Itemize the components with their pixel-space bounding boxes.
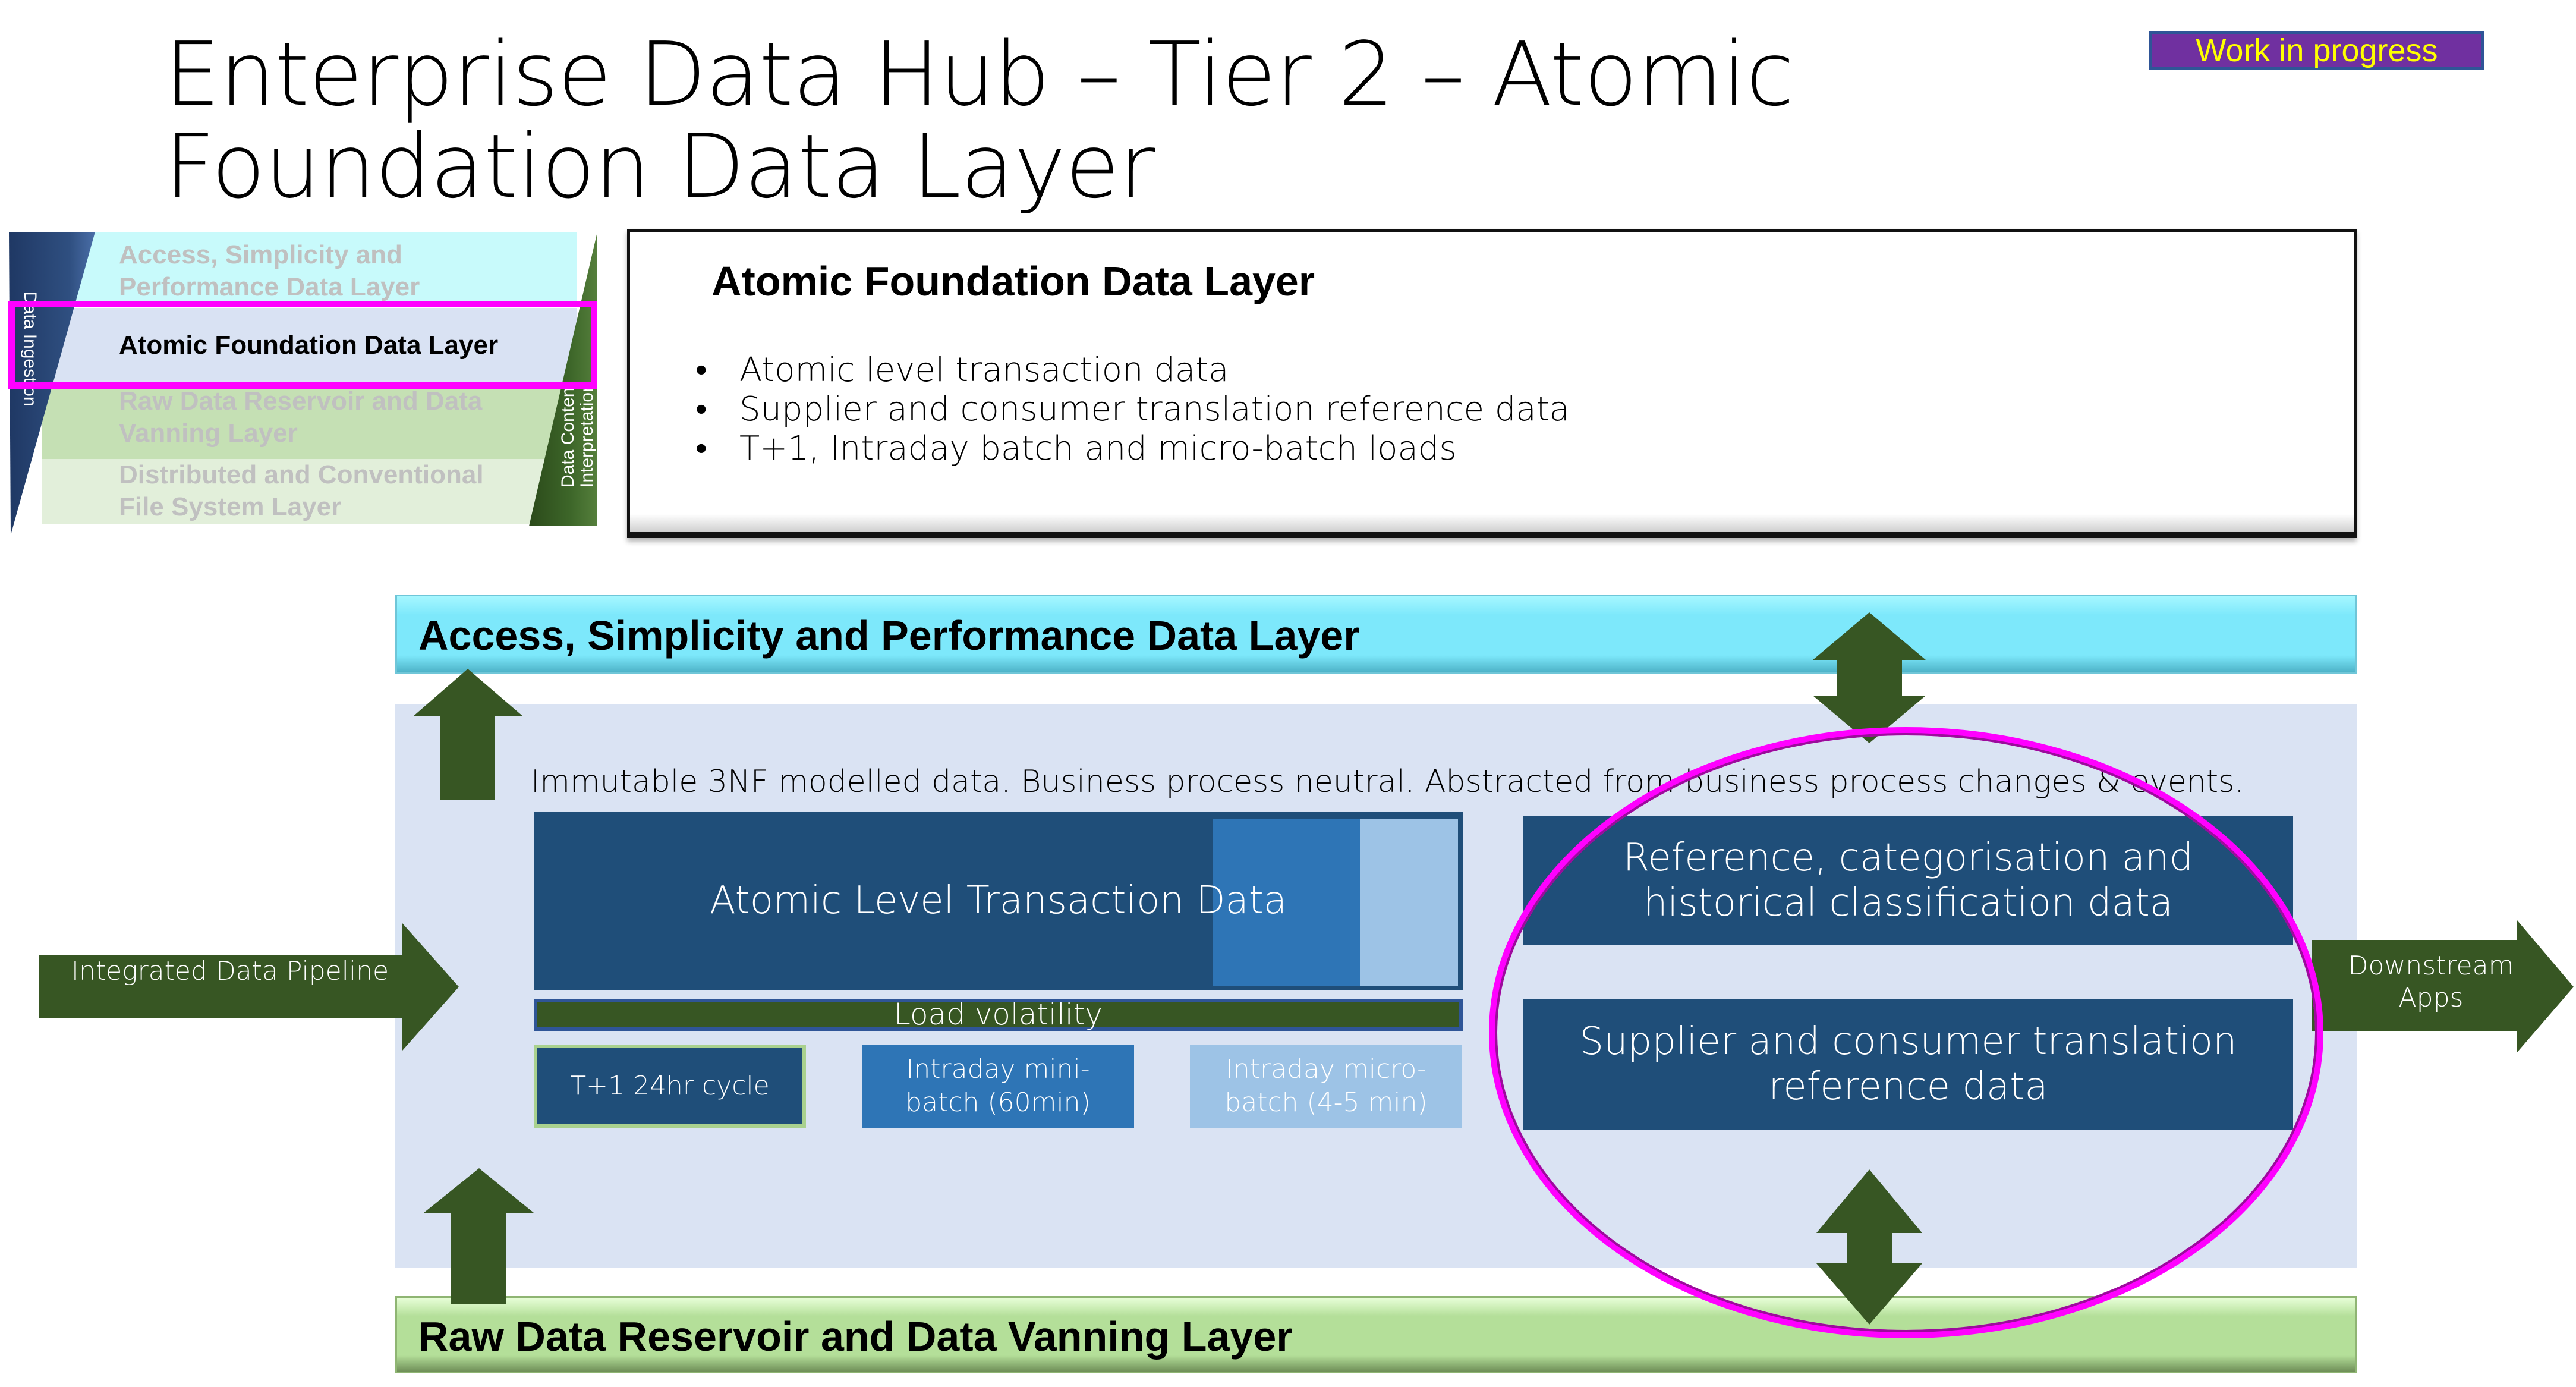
bidirectional-arrow-icon xyxy=(1816,1169,1922,1325)
pipeline-arrow-icon xyxy=(39,923,459,1051)
info-bullet: • Atomic level transaction data xyxy=(678,351,1570,390)
stack-layer-raw: Raw Data Reservoir and Data Vanning Laye… xyxy=(42,382,577,459)
downstream-arrow-icon xyxy=(2312,920,2574,1052)
micro-batch-segment xyxy=(1360,819,1458,986)
bullet-text: Atomic level transaction data xyxy=(739,351,1229,389)
stack-layer-label: Performance Data Layer xyxy=(119,272,420,301)
stack-layer-label: Distributed and Conventional xyxy=(119,460,484,489)
bullet-glyph: • xyxy=(695,351,707,389)
up-arrow-icon xyxy=(413,669,523,800)
info-bullet: • T+1, Intraday batch and micro-batch loa… xyxy=(678,429,1570,468)
bullet-text: Supplier and consumer translation refere… xyxy=(739,390,1570,429)
bullet-glyph: • xyxy=(695,390,707,429)
cycle-label: Intraday micro- xyxy=(1225,1054,1427,1084)
access-layer-bar: Access, Simplicity and Performance Data … xyxy=(395,595,2357,674)
load-cycle-mini-batch: Intraday mini-batch (60min) xyxy=(862,1045,1134,1128)
stack-layer-access: Access, Simplicity and Performance Data … xyxy=(42,232,577,302)
cycle-label: batch (60min) xyxy=(905,1087,1091,1118)
status-badge: Work in progress xyxy=(2149,31,2484,70)
mini-batch-segment xyxy=(1213,819,1360,986)
focus-highlight-ellipse xyxy=(1489,727,2323,1338)
cycle-label: T+1 24hr cycle xyxy=(570,1071,770,1101)
downstream-label-line: Apps xyxy=(2398,983,2464,1013)
stack-layer-label: Access, Simplicity and xyxy=(119,240,402,269)
downstream-label-line: Downstream xyxy=(2348,951,2514,981)
cycle-label: Intraday mini- xyxy=(906,1054,1090,1084)
load-cycle-micro-batch: Intraday micro-batch (4-5 min) xyxy=(1190,1045,1462,1128)
bullet-glyph: • xyxy=(695,429,707,468)
bidirectional-arrow-icon xyxy=(1813,612,1926,743)
atomic-transaction-label: Atomic Level Transaction Data xyxy=(709,879,1287,923)
stack-layer-label: Atomic Foundation Data Layer xyxy=(119,331,499,360)
atomic-transaction-block: Atomic Level Transaction Data xyxy=(534,812,1463,990)
downstream-arrow-label: Downstream Apps xyxy=(2336,950,2526,1014)
up-arrow-icon xyxy=(424,1168,534,1304)
raw-layer-bar: Raw Data Reservoir and Data Vanning Laye… xyxy=(395,1296,2357,1373)
info-bullets: • Atomic level transaction data • Supplier… xyxy=(678,351,1570,468)
ref-label: historical classification data xyxy=(1643,881,2174,925)
stack-layer-filesystem: Distributed and Conventional File System… xyxy=(42,459,577,524)
stack-layer-atomic: Atomic Foundation Data Layer xyxy=(42,308,577,382)
info-heading: Atomic Foundation Data Layer xyxy=(711,258,1315,304)
layer-description: Immutable 3NF modelled data. Business pr… xyxy=(531,764,2244,800)
load-cycle-t1: T+1 24hr cycle xyxy=(534,1045,806,1128)
stack-layer-label: File System Layer xyxy=(119,492,342,521)
page-title: Enterprise Data Hub – Tier 2 – Atomic Fo… xyxy=(165,23,1794,218)
layer-stack-thumbnail: Access, Simplicity and Performance Data … xyxy=(6,226,597,541)
info-bullet: • Supplier and consumer translation refer… xyxy=(678,390,1570,429)
load-volatility-bar: Load volatility xyxy=(534,999,1463,1031)
stack-layer-label: Raw Data Reservoir and Data xyxy=(119,386,483,416)
ref-label: reference data xyxy=(1768,1065,2048,1109)
info-panel: Atomic Foundation Data Layer • Atomic lev… xyxy=(627,229,2357,538)
cycle-label: batch (4-5 min) xyxy=(1224,1087,1428,1118)
stack-layer-label: Vanning Layer xyxy=(119,419,298,448)
pipeline-arrow-label: Integrated Data Pipeline xyxy=(71,956,389,986)
focus-highlight-shadow xyxy=(1495,733,2317,1332)
bullet-text: T+1, Intraday batch and micro-batch load… xyxy=(739,429,1457,468)
ref-label: Supplier and consumer translation xyxy=(1579,1020,2237,1064)
ref-label: Reference, categorisation and xyxy=(1623,836,2194,880)
current-layer-highlight xyxy=(8,301,597,389)
